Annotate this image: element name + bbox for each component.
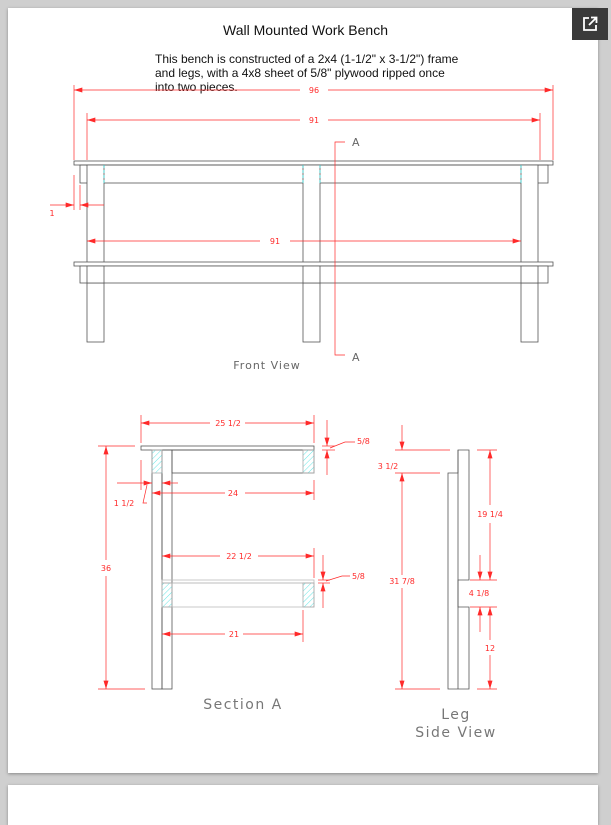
dim-91-shelf: 91 — [270, 237, 280, 246]
dim-21: 21 — [229, 630, 239, 639]
dim-1: 1 — [49, 209, 54, 218]
leg-dimensions — [395, 425, 497, 690]
front-top-plank — [73, 160, 554, 166]
front-view-label: Front View — [233, 359, 300, 372]
front-dimensions — [50, 85, 554, 356]
workbench-drawing: 96 91 91 1 A A Front View — [49, 85, 554, 741]
leg-side-view — [447, 449, 470, 690]
section-a — [140, 445, 315, 690]
dim-3-1-2: 3 1/2 — [378, 462, 399, 471]
section-leg-back — [151, 449, 163, 690]
dim-12: 12 — [485, 644, 495, 653]
dim-shelf-5-8: 5/8 — [352, 572, 365, 581]
dim-24: 24 — [228, 489, 238, 498]
dim-19-1-4: 19 1/4 — [477, 510, 503, 519]
dim-4-1-8: 4 1/8 — [469, 589, 490, 598]
dim-25-1-2: 25 1/2 — [215, 419, 241, 428]
open-in-new-icon — [583, 16, 598, 31]
section-mark-top: A — [352, 136, 361, 149]
section-a-label: Section A — [203, 697, 283, 713]
dim-91-top: 91 — [309, 116, 319, 125]
section-mark-bottom: A — [352, 351, 361, 364]
dim-22-1-2: 22 1/2 — [226, 552, 252, 561]
dim-top-5-8: 5/8 — [357, 437, 370, 446]
section-shelf-plank — [161, 579, 315, 584]
front-shelf-plank — [73, 261, 554, 267]
section-upper-apron — [171, 449, 315, 474]
side-view-label: Side View — [415, 725, 496, 741]
dim-1-1-2: 1 1/2 — [114, 499, 135, 508]
front-leg-left — [86, 164, 105, 343]
dim-96: 96 — [309, 86, 319, 95]
open-in-new-button[interactable] — [572, 8, 608, 40]
document-title: Wall Mounted Work Bench — [223, 22, 388, 38]
front-leg-right — [520, 164, 539, 343]
section-shelf-apron — [161, 582, 315, 608]
leg-label: Leg — [441, 707, 471, 723]
front-view — [73, 160, 554, 343]
front-leg-middle — [302, 164, 321, 343]
section-dimensions — [98, 415, 355, 690]
leg-outline — [447, 449, 470, 690]
document-description: This bench is constructed of a 2x4 (1-1/… — [155, 52, 459, 94]
dim-31-7-8: 31 7/8 — [389, 577, 415, 586]
dim-36: 36 — [101, 564, 111, 573]
section-leg-front — [161, 449, 173, 690]
section-top-plank — [140, 445, 315, 451]
